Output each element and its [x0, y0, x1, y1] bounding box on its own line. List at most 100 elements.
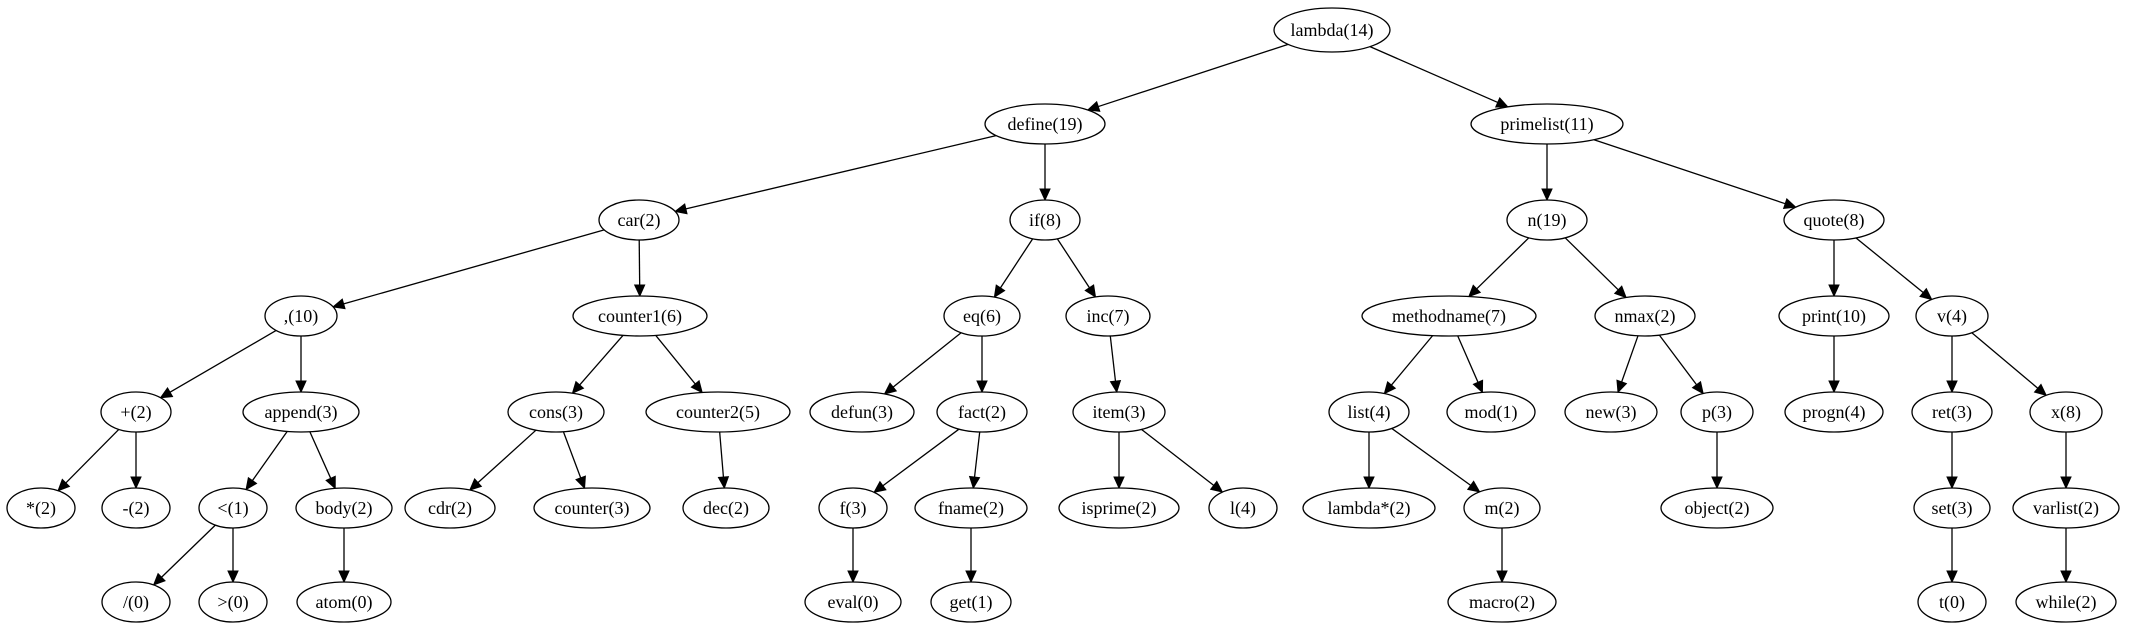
- node-ellipse: [296, 581, 392, 623]
- node-f_3: f(3): [818, 487, 888, 529]
- arrowhead-icon: [1946, 476, 1958, 490]
- node-ellipse: [1564, 391, 1658, 433]
- arrowhead-icon: [873, 480, 887, 494]
- edge-item_3-to-l_4: [1141, 428, 1224, 493]
- edge-line: [1621, 335, 1639, 383]
- arrowhead-icon: [883, 382, 898, 395]
- node-ellipse: [1446, 391, 1536, 433]
- node-ellipse: [1009, 199, 1081, 241]
- node-nmax_2: nmax(2): [1594, 295, 1696, 337]
- node-label: quote(8): [1804, 210, 1865, 231]
- arrowhead-icon: [159, 386, 174, 399]
- node-label: append(3): [265, 402, 338, 423]
- node-dec_2: dec(2): [682, 487, 770, 529]
- edge-cons_3-to-counter_3: [562, 431, 586, 490]
- node-ellipse: [100, 391, 172, 433]
- arrowhead-icon: [2060, 570, 2072, 584]
- node-label: mod(1): [1465, 402, 1518, 423]
- edge-line: [1971, 332, 2039, 389]
- edge-line: [1391, 427, 1472, 486]
- arrowhead-icon: [331, 298, 346, 310]
- arrowhead-icon: [575, 475, 586, 490]
- edge-p_3-to-object_2: [1711, 432, 1723, 490]
- arrowhead-icon: [976, 380, 988, 394]
- edge-set_3-to-t_0: [1946, 528, 1958, 584]
- node-varlist_2: varlist(2): [2012, 487, 2120, 529]
- arrowhead-icon: [2033, 383, 2048, 397]
- node-cons_3: cons(3): [507, 391, 605, 433]
- edge-list_4-to-lambdastar_2: [1363, 432, 1375, 490]
- node-eval_0: eval(0): [804, 581, 902, 623]
- node-ellipse: [1273, 7, 1391, 53]
- node-print_10: print(10): [1778, 295, 1890, 337]
- arrowhead-icon: [1616, 379, 1628, 394]
- node-ellipse: [1913, 487, 1991, 529]
- edge-v_4-to-x_8: [1971, 332, 2048, 397]
- node-ellipse: [198, 581, 268, 623]
- edge-print_10-to-progn_4: [1828, 336, 1840, 394]
- node-label: counter1(6): [598, 306, 682, 327]
- edge-fname_2-to-get_1: [965, 528, 977, 584]
- edge-line: [1457, 335, 1479, 383]
- edge-fact_2-to-fname_2: [968, 431, 981, 490]
- edge-line: [562, 431, 582, 479]
- edge-counter2_5-to-dec_2: [717, 431, 730, 490]
- node-macro_2: macro(2): [1447, 581, 1557, 623]
- node-ellipse: [914, 487, 1028, 529]
- arrowhead-icon: [2060, 476, 2072, 490]
- node-label: n(19): [1528, 210, 1567, 231]
- node-defun_3: defun(3): [809, 391, 915, 433]
- edge-n_19-to-methodname_7: [1468, 237, 1530, 298]
- node-ellipse: [2029, 391, 2103, 433]
- arrowhead-icon: [1494, 96, 1509, 108]
- node-ellipse: [101, 581, 171, 623]
- arrowhead-icon: [633, 284, 646, 298]
- node-while_2: while(2): [2015, 581, 2117, 623]
- node-slash_0: /(0): [101, 581, 171, 623]
- node-label: define(19): [1008, 114, 1083, 135]
- edge-comma_10-to-append_3: [295, 336, 307, 394]
- node-ret_3: ret(3): [1911, 391, 1993, 433]
- node-ellipse: [598, 199, 680, 241]
- edge-line: [579, 334, 624, 386]
- edge-eq_6-to-fact_2: [976, 336, 988, 394]
- edge-lambda_14-to-primelist_11: [1369, 46, 1509, 108]
- node-label: methodname(7): [1392, 306, 1506, 327]
- edge-line: [169, 329, 277, 393]
- edge-line: [685, 134, 997, 210]
- node-label: body(2): [316, 498, 373, 519]
- edge-lt_1-to-gt_0: [227, 528, 239, 584]
- node-label: dec(2): [703, 498, 749, 519]
- edge-line: [477, 429, 537, 484]
- edge-line: [719, 431, 725, 478]
- arrowhead-icon: [1383, 381, 1397, 395]
- node-ellipse: [1506, 199, 1588, 241]
- node-label: *(2): [26, 498, 56, 519]
- node-ellipse: [2015, 581, 2117, 623]
- node-label: eq(6): [963, 306, 1001, 327]
- node-ellipse: [1463, 487, 1541, 529]
- node-ellipse: [1302, 487, 1436, 529]
- arrowhead-icon: [1828, 284, 1840, 298]
- arrowhead-icon: [1711, 476, 1723, 490]
- arrowhead-icon: [1496, 570, 1508, 584]
- node-ellipse: [1058, 487, 1180, 529]
- node-label: object(2): [1685, 498, 1750, 519]
- edge-if_8-to-inc_7: [1056, 238, 1097, 298]
- edge-m_2-to-macro_2: [1496, 528, 1508, 584]
- arrowhead-icon: [847, 570, 859, 584]
- arrowhead-icon: [1113, 476, 1125, 490]
- arrowhead-icon: [993, 284, 1006, 299]
- node-ellipse: [1680, 391, 1754, 433]
- node-label: <(1): [217, 498, 248, 519]
- edge-define_19-to-if_8: [1039, 144, 1051, 202]
- edge-f_3-to-eval_0: [847, 528, 859, 584]
- edge-line: [1855, 237, 1924, 294]
- arrowhead-icon: [245, 476, 258, 491]
- node-p_3: p(3): [1680, 391, 1754, 433]
- node-ellipse: [645, 391, 791, 433]
- node-ellipse: [1784, 391, 1884, 433]
- edge-varlist_2-to-while_2: [2060, 528, 2072, 584]
- edge-line: [161, 524, 216, 578]
